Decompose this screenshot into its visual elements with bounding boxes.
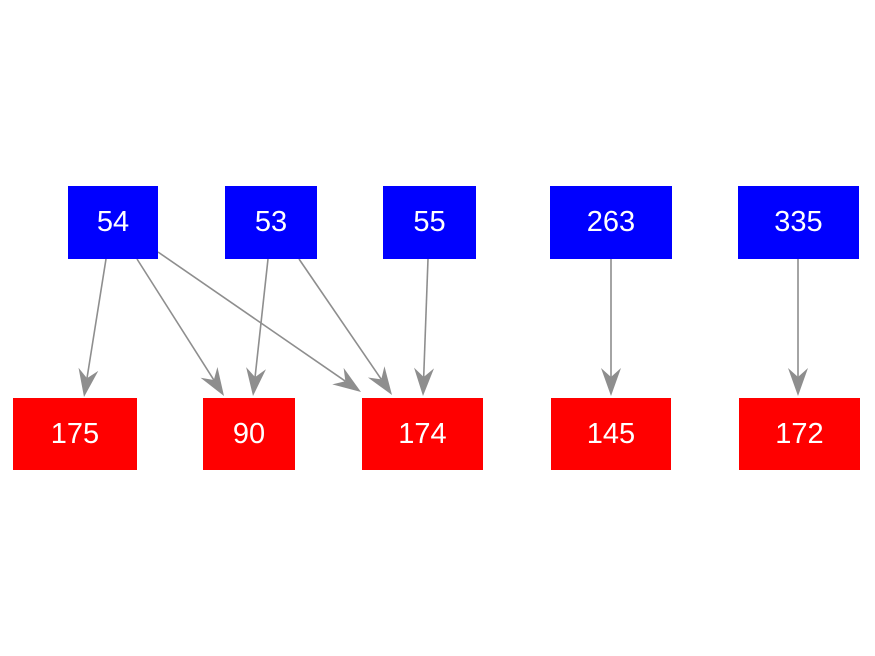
edge-line xyxy=(298,258,382,380)
edge-line xyxy=(157,251,346,382)
graph-node-172: 172 xyxy=(739,398,860,470)
graph-node-174: 174 xyxy=(362,398,483,470)
edge-line xyxy=(136,258,215,381)
edge-263-145 xyxy=(601,259,621,396)
node-label: 175 xyxy=(50,417,100,450)
edge-54-90 xyxy=(136,258,224,396)
arrowhead-icon xyxy=(414,367,435,396)
edge-line xyxy=(254,258,269,378)
arrowhead-icon xyxy=(78,367,99,397)
node-label: 174 xyxy=(398,417,447,450)
edge-54-175 xyxy=(78,258,107,397)
node-label: 172 xyxy=(775,417,824,450)
arrowhead-icon xyxy=(788,368,808,396)
graph-node-175: 175 xyxy=(13,398,137,470)
node-label: 263 xyxy=(586,206,636,238)
graph-node-53: 53 xyxy=(225,186,317,259)
node-label: 90 xyxy=(232,417,266,450)
node-label: 145 xyxy=(586,417,636,450)
arrowhead-icon xyxy=(367,366,392,395)
edge-335-172 xyxy=(788,259,808,396)
node-label: 55 xyxy=(413,206,446,238)
graph-node-263: 263 xyxy=(550,186,672,259)
arrowhead-icon xyxy=(246,367,266,396)
arrowhead-icon xyxy=(332,367,361,392)
edge-55-174 xyxy=(414,258,435,396)
edge-54-174 xyxy=(157,251,361,392)
graph-node-90: 90 xyxy=(203,398,295,470)
node-label: 54 xyxy=(96,206,130,238)
node-label: 335 xyxy=(774,206,823,238)
node-label: 53 xyxy=(254,206,288,238)
graph-node-145: 145 xyxy=(551,398,671,470)
edge-line xyxy=(86,258,107,379)
edge-line xyxy=(422,258,429,378)
arrowhead-icon xyxy=(200,367,224,396)
arrowhead-icon xyxy=(601,368,621,396)
graph-node-55: 55 xyxy=(383,186,476,259)
graph-node-335: 335 xyxy=(738,186,859,259)
edge-53-90 xyxy=(246,258,269,396)
edge-53-174 xyxy=(298,258,392,395)
graph-node-54: 54 xyxy=(68,186,158,259)
